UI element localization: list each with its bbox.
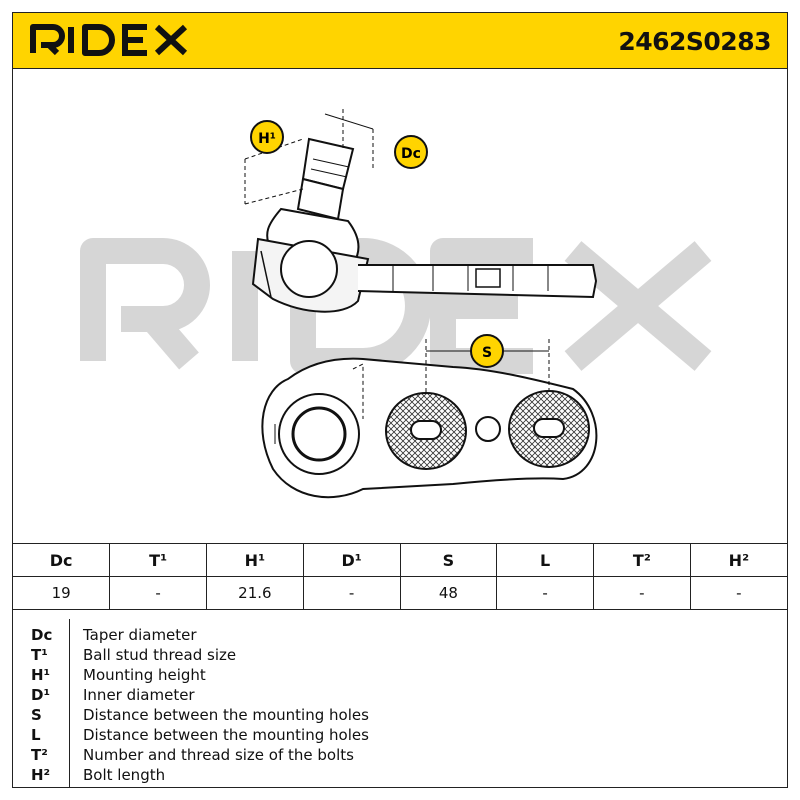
spec-value: 19 — [13, 576, 111, 610]
header-bar: 2462S0283 — [13, 13, 787, 69]
spec-header: Dc — [13, 543, 111, 577]
legend-code: L — [31, 726, 41, 744]
technical-drawing: H¹ Dc — [80, 109, 712, 499]
ball-joint-side-view — [244, 109, 598, 313]
legend-code: Dc — [31, 626, 53, 644]
svg-text:Dc: Dc — [401, 146, 421, 162]
callout-h1: H¹ — [250, 120, 284, 154]
legend-item: T¹ Ball stud thread size — [13, 645, 787, 665]
legend-description: Inner diameter — [83, 686, 195, 704]
spec-value: - — [496, 576, 594, 610]
legend: Dc Taper diameter T¹ Ball stud thread si… — [13, 619, 787, 787]
legend-item: H¹ Mounting height — [13, 665, 787, 685]
legend-description: Number and thread size of the bolts — [83, 746, 354, 764]
legend-item: Dc Taper diameter — [13, 625, 787, 645]
spec-value-row: 19 - 21.6 - 48 - - - — [13, 576, 787, 610]
spec-value: - — [302, 576, 401, 610]
ball-joint-plan-view — [261, 339, 598, 499]
legend-item: D¹ Inner diameter — [13, 685, 787, 705]
legend-code: D¹ — [31, 686, 51, 704]
legend-code: S — [31, 706, 42, 724]
legend-description: Mounting height — [83, 666, 206, 684]
legend-item: H² Bolt length — [13, 765, 787, 785]
callout-s: S — [470, 334, 504, 368]
svg-text:H¹: H¹ — [258, 131, 276, 147]
legend-code: H¹ — [31, 666, 51, 684]
product-sheet: 2462S0283 — [12, 12, 788, 788]
spec-value: - — [689, 576, 787, 610]
part-number: 2462S0283 — [618, 27, 771, 56]
ridex-logo — [30, 24, 188, 56]
legend-item: T² Number and thread size of the bolts — [13, 745, 787, 765]
spec-header: H² — [689, 543, 787, 577]
legend-code: H² — [31, 766, 51, 784]
legend-item: S Distance between the mounting holes — [13, 705, 787, 725]
spec-header: T² — [593, 543, 691, 577]
legend-item: L Distance between the mounting holes — [13, 725, 787, 745]
spec-value: - — [109, 576, 207, 610]
legend-description: Distance between the mounting holes — [83, 706, 369, 724]
spec-header: H¹ — [206, 543, 304, 577]
spec-value: 48 — [399, 576, 498, 610]
legend-description: Ball stud thread size — [83, 646, 237, 664]
spec-header: T¹ — [109, 543, 207, 577]
legend-description: Distance between the mounting holes — [83, 726, 369, 744]
spec-value: 21.6 — [206, 576, 304, 610]
spec-header: S — [399, 543, 498, 577]
legend-code: T¹ — [31, 646, 48, 664]
spec-header: L — [496, 543, 594, 577]
spec-value: - — [593, 576, 691, 610]
spec-table: Dc T¹ H¹ D¹ S L T² H² 19 - 21.6 - 48 - -… — [13, 543, 787, 610]
legend-description: Bolt length — [83, 766, 166, 784]
spec-header: D¹ — [302, 543, 401, 577]
legend-description: Taper diameter — [83, 626, 197, 644]
legend-divider — [69, 619, 70, 787]
legend-code: T² — [31, 746, 48, 764]
spec-header-row: Dc T¹ H¹ D¹ S L T² H² — [13, 543, 787, 577]
callout-dc: Dc — [394, 135, 428, 169]
svg-text:S: S — [482, 345, 492, 361]
